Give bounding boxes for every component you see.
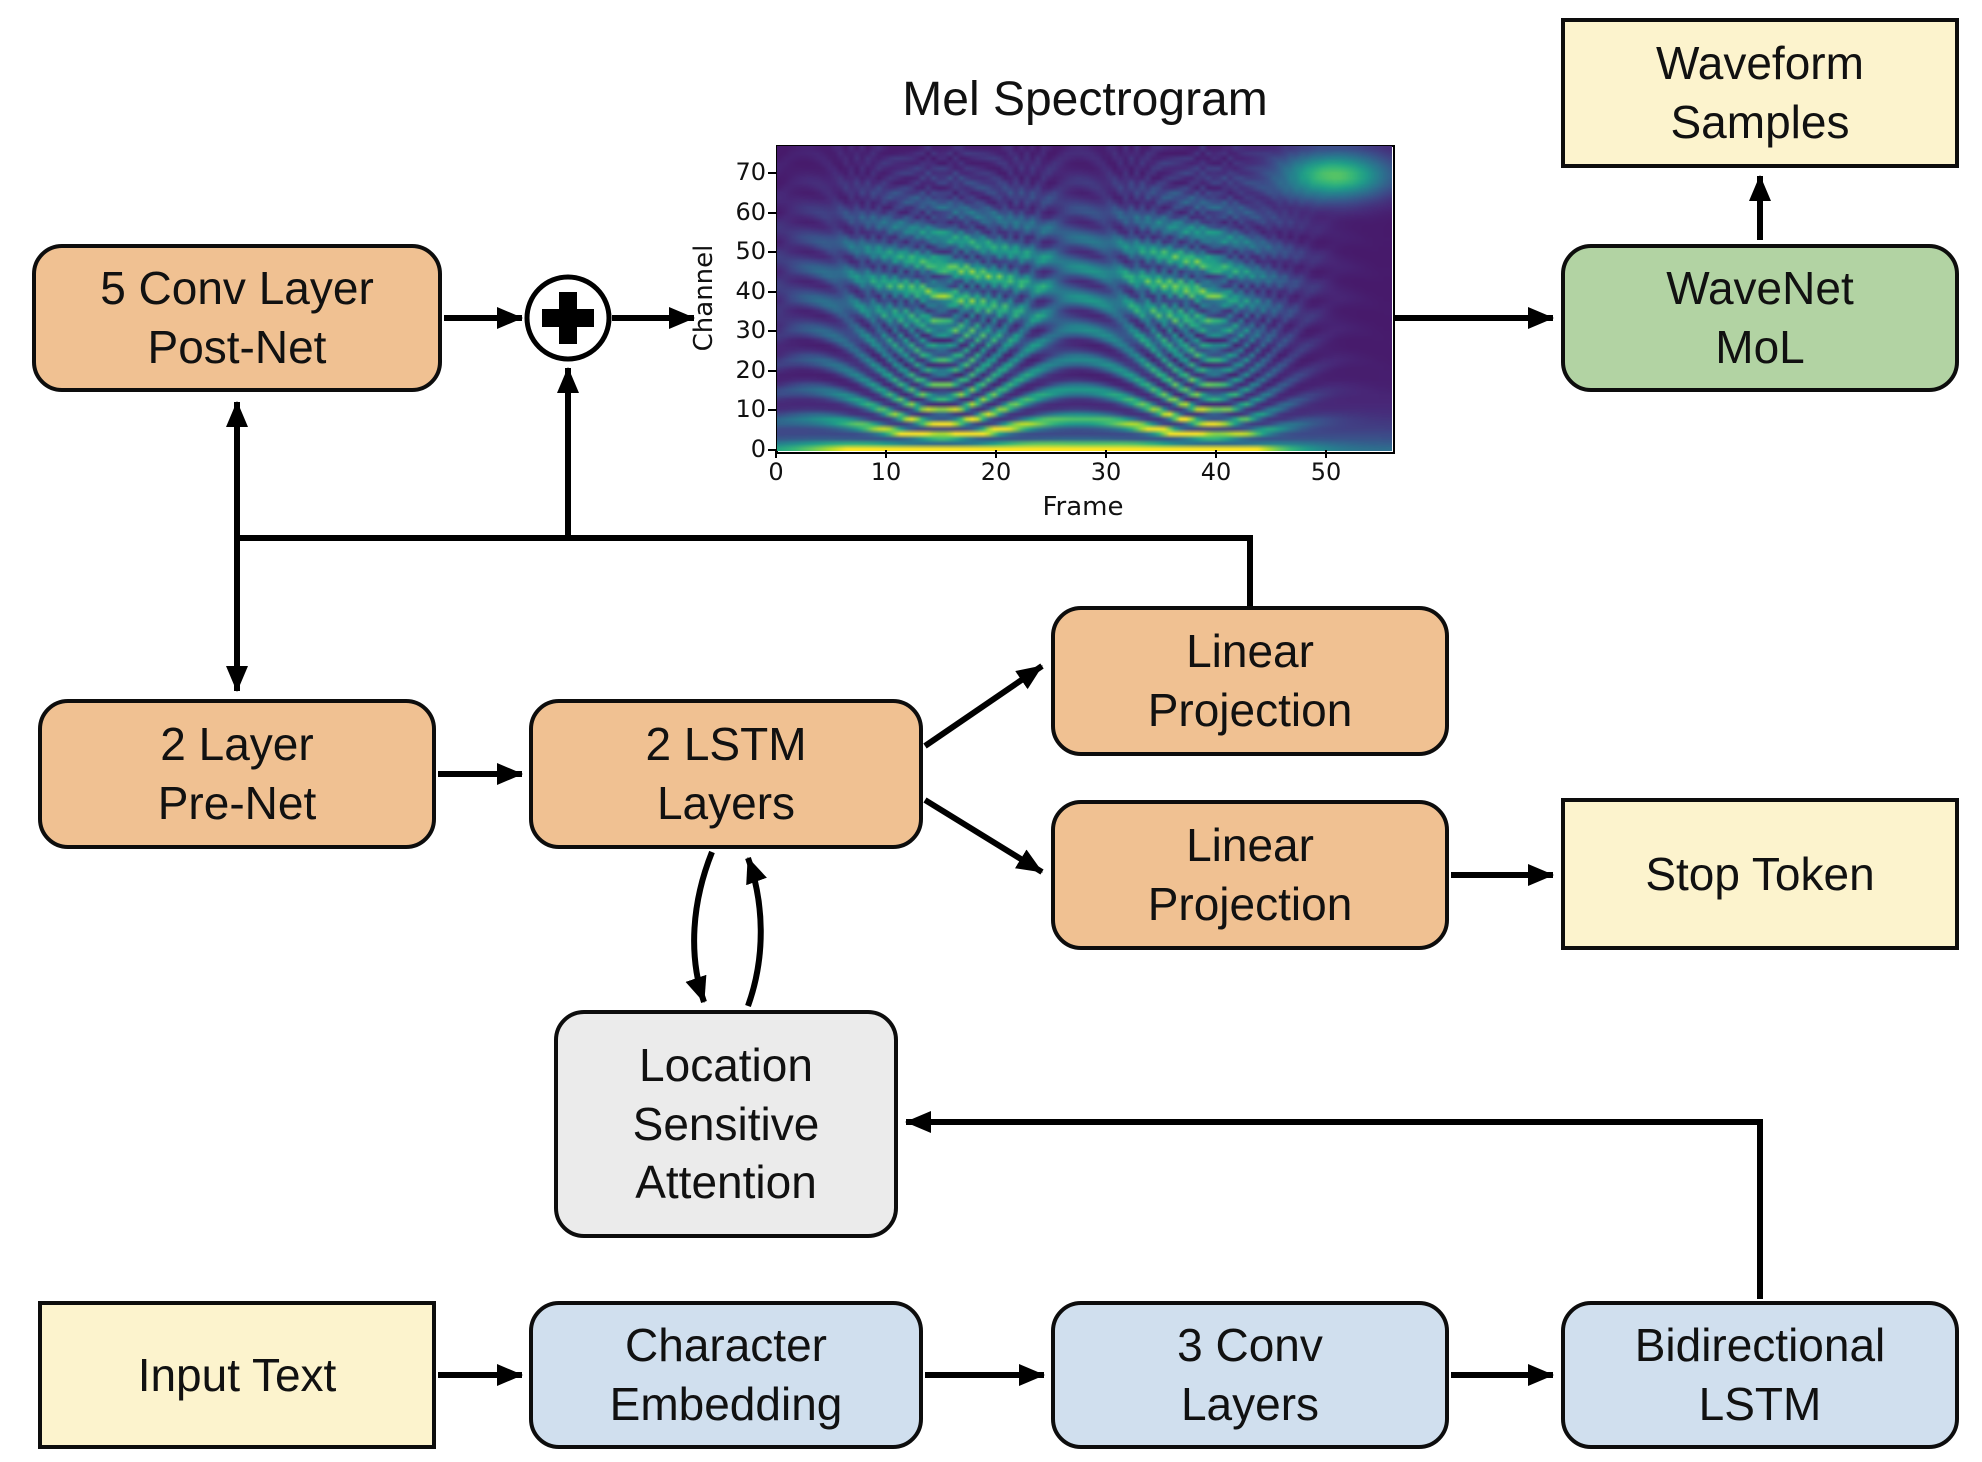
x-tick-label: 0 [768,458,784,486]
arrow-lstm-to-attention [685,850,715,1003]
node-stop-token: Stop Token [1561,798,1959,950]
node-linear-projection-stop: Linear Projection [1051,800,1449,950]
node-wavenet-mol: WaveNet MoL [1561,244,1959,392]
node-bidirectional-lstm: Bidirectional LSTM [1561,1301,1959,1449]
node-waveform-samples: Waveform Samples [1561,18,1959,168]
arrow-attention-to-lstm [745,856,767,1008]
y-tick-label: 10 [735,395,766,423]
sum-plus-icon [524,274,612,362]
y-tick-label: 50 [735,237,766,265]
node-prenet: 2 Layer Pre-Net [38,699,436,849]
x-tick-label: 50 [1310,458,1342,486]
line-projection-feedback [237,535,1253,608]
node-postnet: 5 Conv Layer Post-Net [32,244,442,392]
y-tick-label: 30 [735,316,766,344]
x-tick-label: 10 [870,458,902,486]
spectrogram-title: Mel Spectrogram [902,73,1268,126]
arrow-lstm-to-projection-mel [923,663,1044,749]
node-linear-projection-mel: Linear Projection [1051,606,1449,756]
node-character-embedding: Character Embedding [529,1301,923,1449]
node-3-conv-layers: 3 Conv Layers [1051,1301,1449,1449]
y-tick-label: 60 [735,198,766,226]
arrow-bilstm-to-attention [905,1111,1763,1299]
x-tick-label: 40 [1200,458,1232,486]
arrow-lstm-to-projection-stop [923,797,1044,875]
node-location-sensitive-attention: Location Sensitive Attention [554,1010,898,1238]
axis-ticks [768,172,1327,458]
x-tick-label: 30 [1090,458,1122,486]
y-tick-label: 20 [735,356,766,384]
node-lstm-layers: 2 LSTM Layers [529,699,923,849]
mel-spectrogram-image [777,146,1392,451]
x-tick-label: 20 [980,458,1012,486]
y-tick-label: 40 [735,277,766,305]
y-tick-label: 70 [735,158,766,186]
node-input-text: Input Text [38,1301,436,1449]
x-axis-label: Frame [1042,492,1124,522]
y-tick-label: 0 [750,435,766,463]
